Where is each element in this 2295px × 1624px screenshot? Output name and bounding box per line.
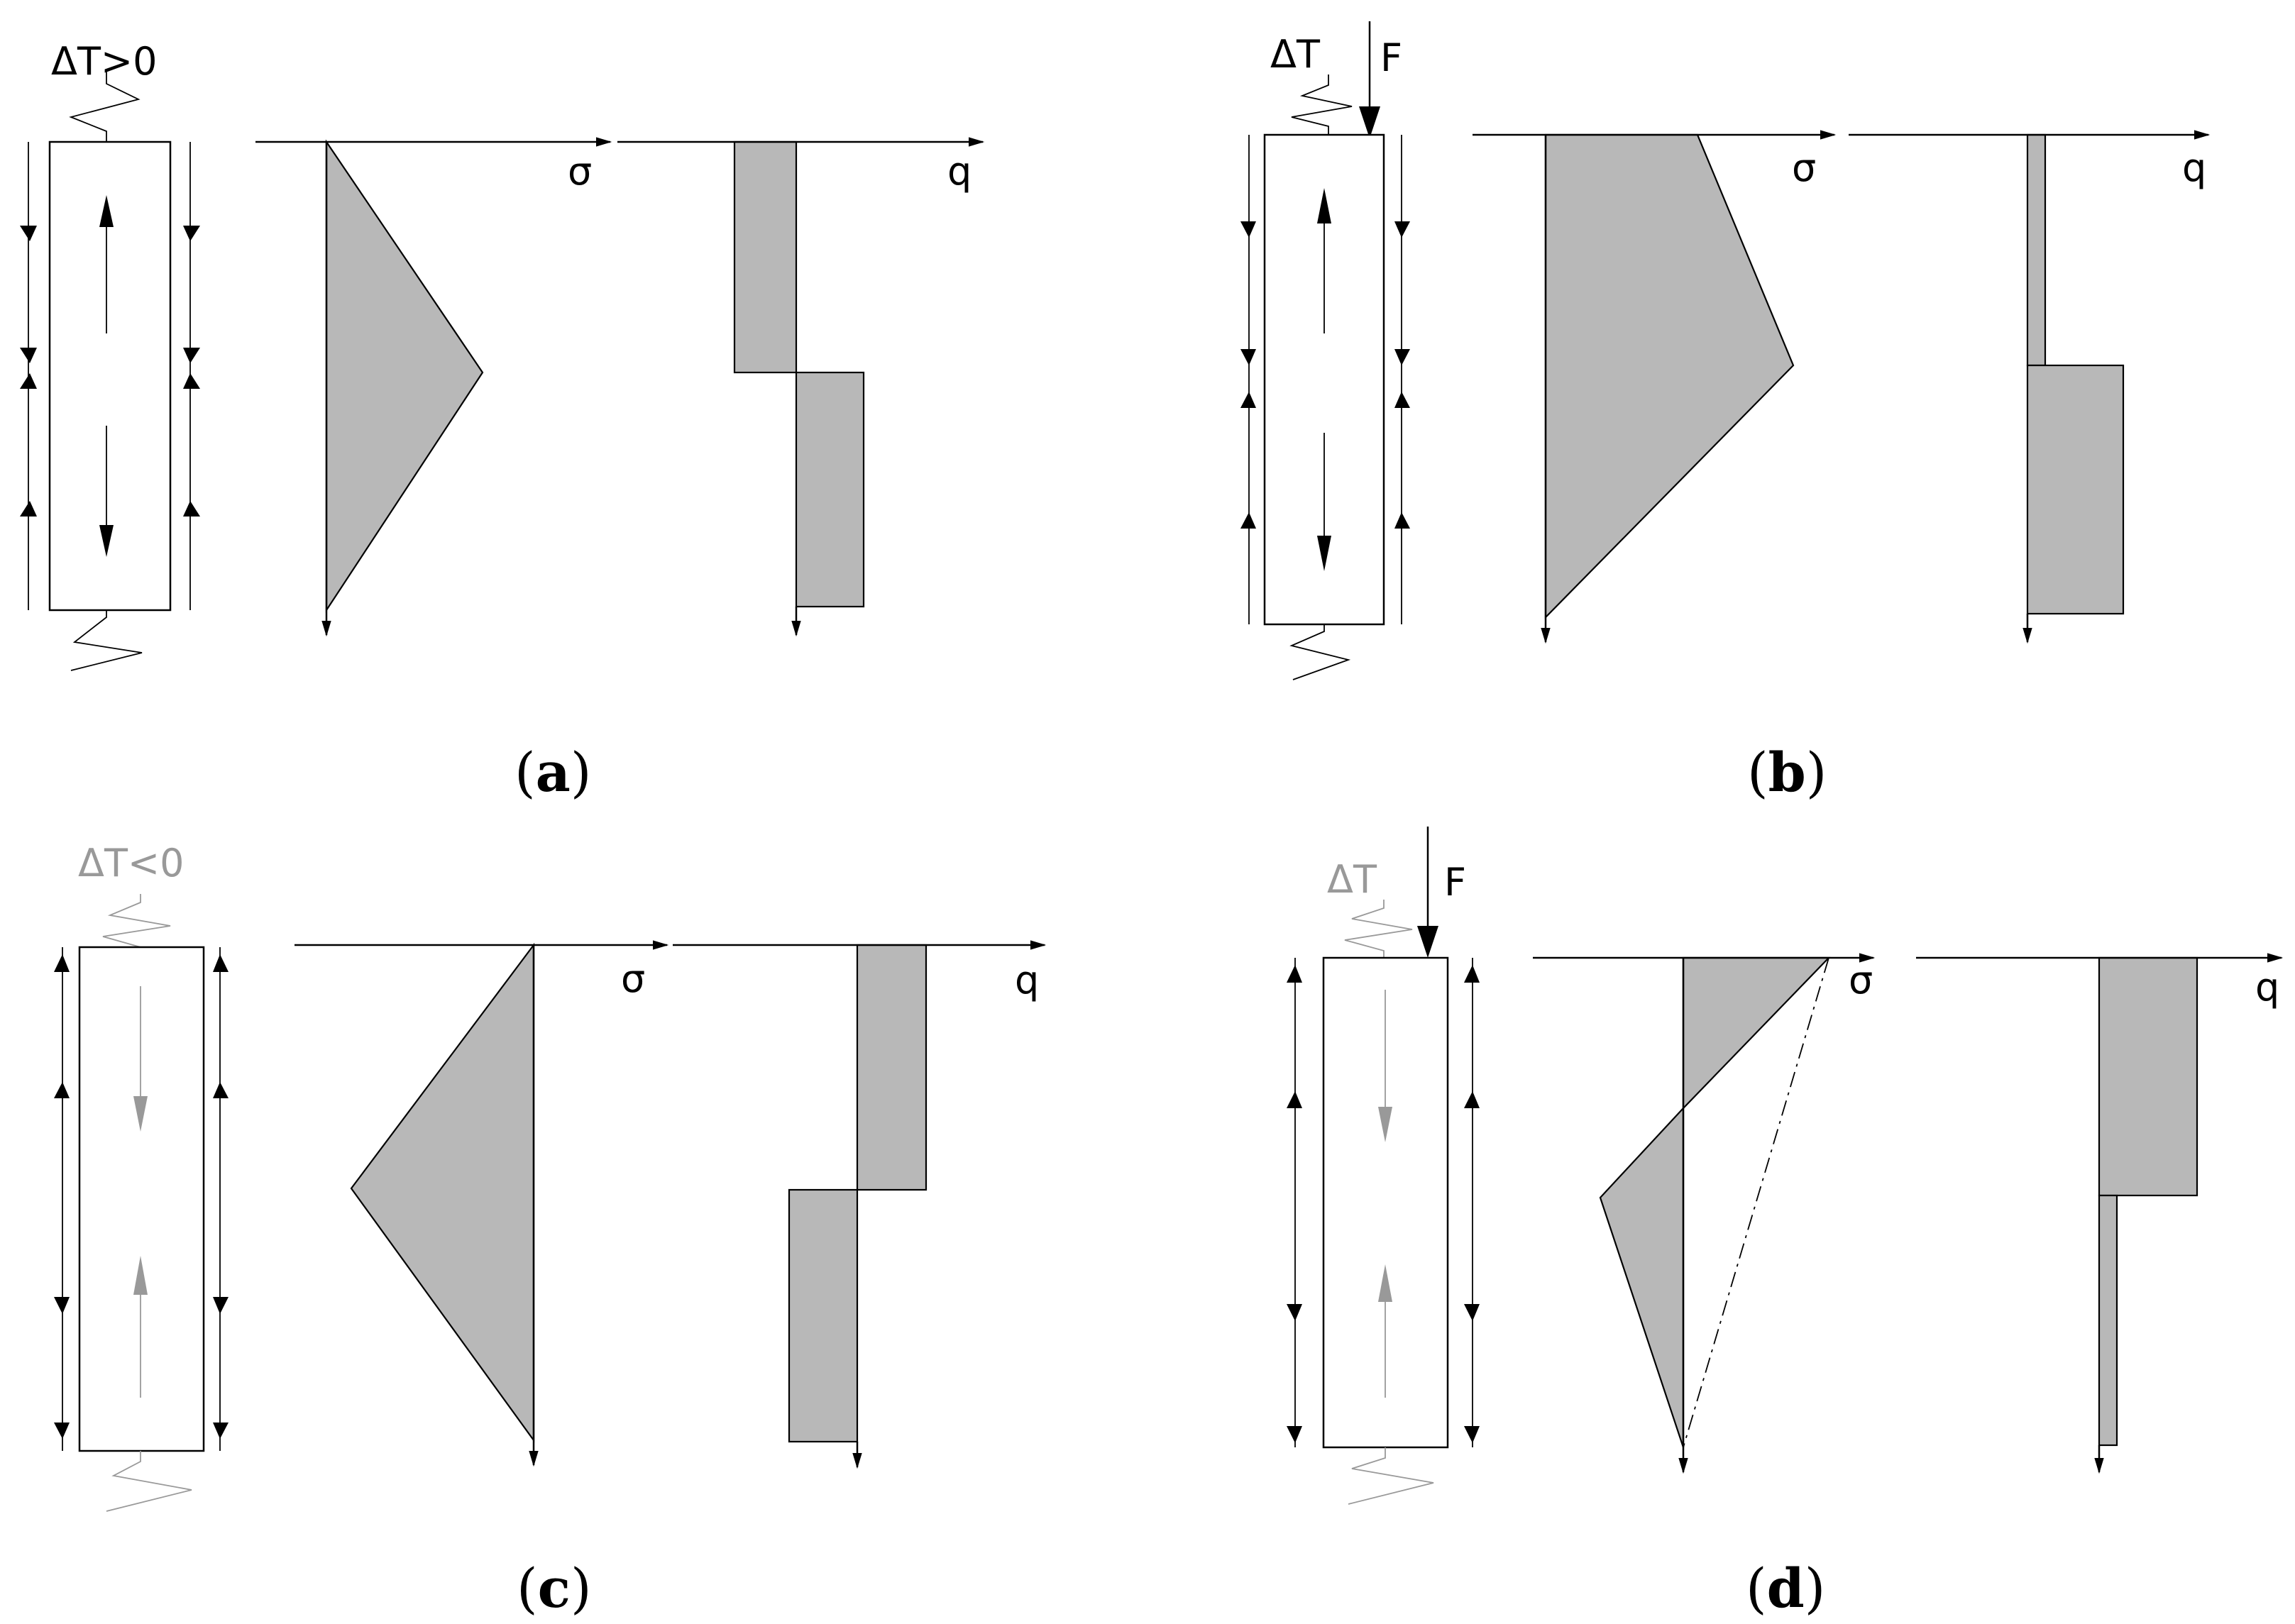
force-arrow-head-d — [1417, 926, 1438, 958]
panel-a: ΔT>0 σ q — [20, 39, 985, 804]
q-block-lower-a — [795, 371, 865, 608]
caption-a: (a) — [514, 741, 592, 804]
q-label-a: q — [947, 149, 972, 194]
spring-bottom-d — [1348, 1447, 1434, 1505]
temp-label-a: ΔT>0 — [51, 39, 158, 84]
column-c — [78, 946, 205, 1452]
temp-label-c: ΔT<0 — [78, 841, 185, 885]
q-block-upper-c — [856, 944, 928, 1191]
sigma-label-d: σ — [1849, 958, 1873, 1002]
q-label-d: q — [2255, 965, 2279, 1010]
panel-b: ΔT F σ — [1240, 21, 2211, 804]
spring-bottom-c — [106, 1451, 192, 1512]
spring-bottom-a — [70, 610, 143, 671]
support-marks-a — [20, 226, 200, 517]
sigma-area-a — [325, 139, 484, 613]
temp-label-b: ΔT — [1270, 32, 1321, 77]
q-block-lower-c — [788, 1188, 859, 1443]
caption-d: (d) — [1746, 1557, 1825, 1620]
sigma-label-c: σ — [621, 956, 645, 1001]
q-label-c: q — [1015, 958, 1039, 1002]
caption-b: (b) — [1747, 741, 1827, 804]
panel-d: ΔT F σ — [1287, 827, 2284, 1620]
spring-top-a — [69, 71, 141, 142]
sigma-reference-line-d — [1683, 957, 1829, 1448]
internal-arrows-c — [133, 986, 148, 1398]
spring-top-d — [1344, 900, 1413, 958]
caption-c: (c) — [517, 1557, 592, 1620]
support-marks-c — [54, 954, 229, 1439]
q-label-b: q — [2182, 145, 2206, 190]
q-block-upper-b — [2026, 133, 2047, 367]
internal-arrows-d — [1378, 990, 1392, 1398]
support-marks-d — [1287, 965, 1480, 1443]
spring-top-c — [102, 894, 171, 948]
force-label-b: F — [1380, 35, 1402, 80]
sigma-area-upper-d — [1682, 956, 1831, 1110]
sigma-label-b: σ — [1792, 145, 1816, 190]
spring-top-b — [1291, 74, 1353, 135]
sigma-area-lower-d — [1599, 1106, 1685, 1448]
q-block-lower-b — [2026, 364, 2125, 615]
force-arrow-head-b — [1359, 106, 1380, 138]
support-marks-b — [1240, 221, 1410, 529]
sigma-area-c — [350, 942, 535, 1443]
spring-bottom-b — [1289, 624, 1351, 680]
q-block-lower-d — [2098, 1194, 2118, 1447]
q-block-upper-d — [2098, 956, 2198, 1197]
temp-label-d: ΔT — [1327, 857, 1377, 902]
internal-arrows-b — [1317, 188, 1331, 571]
sigma-area-b — [1544, 133, 1795, 619]
internal-arrows-a — [99, 195, 114, 557]
sigma-label-a: σ — [568, 149, 592, 194]
panel-c: ΔT<0 σ q — [54, 841, 1047, 1620]
force-label-d: F — [1444, 860, 1466, 905]
q-block-upper-a — [733, 140, 798, 374]
